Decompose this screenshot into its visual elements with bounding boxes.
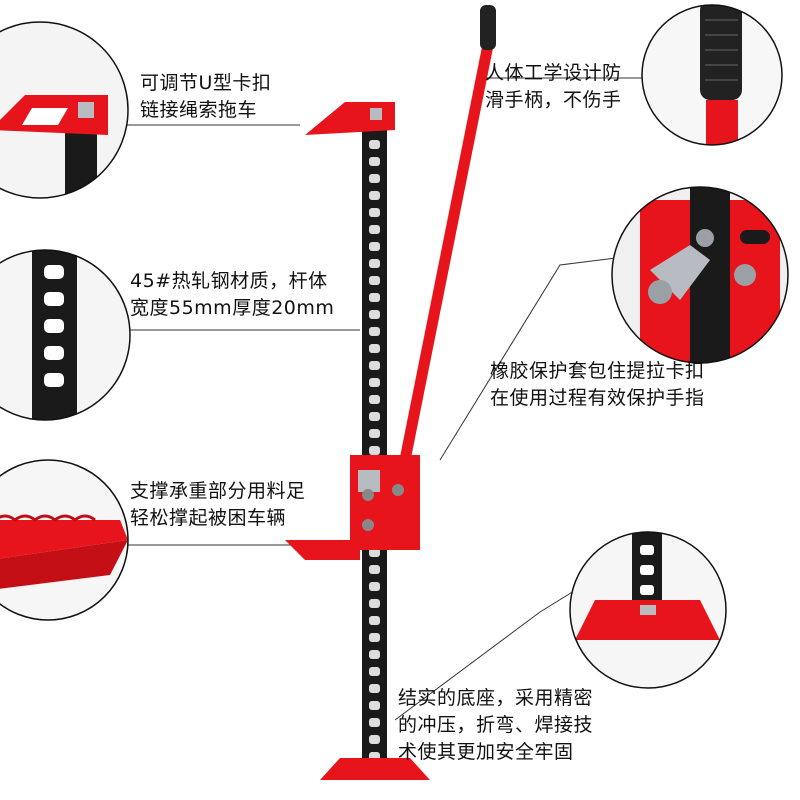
bar-hole [369,565,380,574]
bar-hole [369,684,380,693]
bar-hole [369,140,380,149]
bar-hole [369,225,380,234]
detail-circle-handle-grip [641,4,783,146]
caption-line: 橡胶保护套包住提拉卡扣 [490,360,705,382]
caption-u-hook: 可调节U型卡扣 链接绳索拖车 [140,70,271,124]
bar-hole [369,667,380,676]
bar-hole [369,582,380,591]
bar-hole [369,344,380,353]
bar-hole [369,242,380,251]
jack-base [320,758,430,780]
bar-hole [369,310,380,319]
bar-hole [369,327,380,336]
caption-line: 链接绳索拖车 [140,99,258,121]
bar-hole [369,361,380,370]
bar-hole [369,735,380,744]
bar-hole [369,412,380,421]
jack-handle [399,5,496,466]
bar-hole [369,650,380,659]
bar-hole [369,718,380,727]
caption-rubber: 橡胶保护套包住提拉卡扣 在使用过程有效保护手指 [490,358,705,412]
detail-circle-base [569,531,727,689]
caption-base: 结实的底座，采用精密 的冲压，折弯、焊接技 术使其更加安全牢固 [398,685,593,766]
bar-hole [369,259,380,268]
caption-steel: 45#热轧钢材质，杆体 宽度55mm厚度20mm [130,268,334,322]
bar-hole [369,157,380,166]
lift-mechanism [285,455,420,560]
caption-line: 宽度55mm厚度20mm [130,297,335,319]
bar-hole [369,293,380,302]
bar-hole [369,701,380,710]
top-clamp [305,102,395,135]
caption-foot: 支撑承重部分用料足 轻松撑起被困车辆 [130,478,306,532]
bar-hole [369,378,380,387]
bar-hole [369,599,380,608]
bar-hole [369,395,380,404]
caption-line: 结实的底座，采用精密 [398,687,594,709]
caption-line: 的冲压，折弯、焊接技 [398,714,594,736]
bar-hole [369,446,380,455]
bar-hole [369,174,380,183]
bar-hole [369,208,380,217]
bar-hole [369,191,380,200]
caption-line: 在使用过程有效保护手指 [490,387,705,409]
caption-line: 滑手柄，不伤手 [485,89,622,111]
caption-line: 轻松撑起被困车辆 [130,507,287,529]
jack-bar [362,125,387,780]
caption-line: 支撑承重部分用料足 [130,480,306,502]
caption-line: 可调节U型卡扣 [140,72,272,94]
caption-line: 人体工学设计防 [485,62,622,84]
detail-circle-foot [0,459,129,621]
detail-circle-steel-bar [0,249,131,421]
caption-handle: 人体工学设计防 滑手柄，不伤手 [485,60,622,114]
detail-circle-u-hook [0,21,129,199]
bar-hole [369,633,380,642]
bar-hole [369,616,380,625]
bar-hole [369,548,380,557]
caption-line: 45#热轧钢材质，杆体 [130,270,328,292]
bar-hole [369,429,380,438]
caption-line: 术使其更加安全牢固 [398,741,574,763]
bar-hole [369,276,380,285]
detail-circle-mechanism [611,186,789,364]
